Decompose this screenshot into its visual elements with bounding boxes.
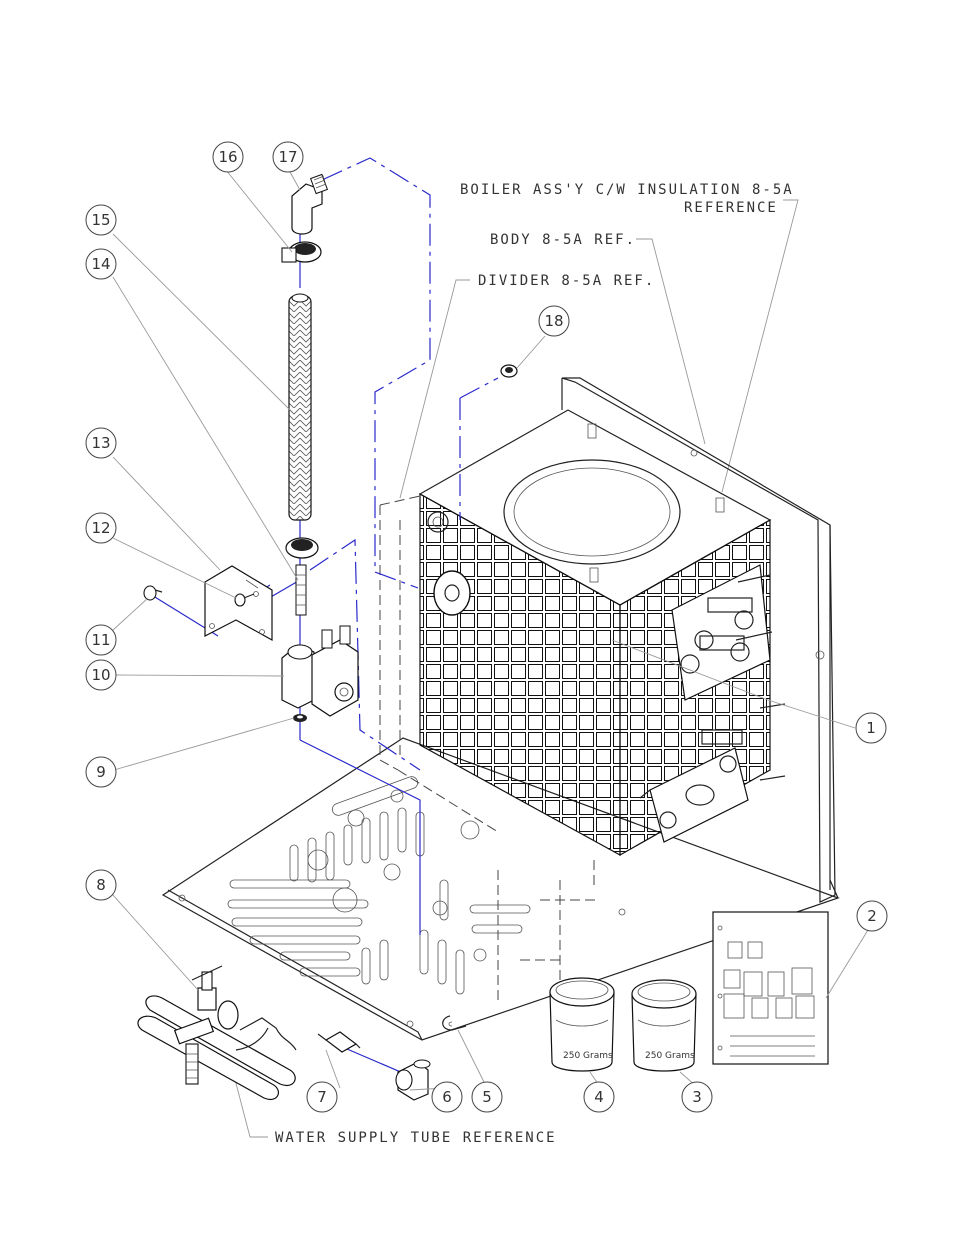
svg-text:5: 5 [482, 1088, 492, 1106]
svg-text:13: 13 [91, 434, 110, 452]
balloon-16: 16 [213, 142, 243, 172]
svg-text:10: 10 [91, 666, 110, 684]
callout-divider-text: DIVIDER 8-5A REF. [478, 273, 655, 289]
svg-text:18: 18 [544, 312, 563, 330]
svg-text:2: 2 [867, 907, 877, 925]
balloon-6: 6 [432, 1082, 462, 1112]
balloon-11: 11 [86, 625, 116, 655]
balloon-10: 10 [86, 660, 116, 690]
balloon-13: 13 [86, 428, 116, 458]
leader-body [636, 239, 705, 444]
insulation-front [420, 494, 620, 855]
callout-body: BODY 8-5A REF. [490, 232, 705, 444]
balloon-14: 14 [86, 249, 116, 279]
balloon-17: 17 [273, 142, 303, 172]
balloon-2: 2 [857, 901, 887, 931]
boiler-washer [434, 571, 470, 615]
braided-hose-15 [289, 294, 311, 520]
svg-text:1: 1 [866, 719, 876, 737]
balloon-9: 9 [86, 757, 116, 787]
callout-water-supply-text: WATER SUPPLY TUBE REFERENCE [275, 1130, 557, 1146]
screw-11 [144, 586, 162, 600]
svg-text:7: 7 [317, 1088, 327, 1106]
balloon-12: 12 [86, 513, 116, 543]
svg-text:15: 15 [91, 211, 110, 229]
callout-boiler: BOILER ASS'Y C/W INSULATION 8-5A REFEREN… [460, 182, 798, 492]
svg-text:6: 6 [442, 1088, 452, 1106]
balloon-1: 1 [856, 713, 886, 743]
compound-jar-4: 250 Grams [550, 978, 614, 1071]
hose-clamp-14 [286, 538, 318, 615]
plug-18 [501, 365, 517, 377]
svg-text:8: 8 [96, 876, 106, 894]
elbow-fitting-17 [292, 174, 327, 234]
balloon-18: 18 [539, 306, 569, 336]
hose-clamp-16 [282, 242, 321, 262]
instruction-manual-2 [713, 912, 828, 1064]
callout-boiler-line2: REFERENCE [684, 200, 778, 216]
svg-text:17: 17 [278, 148, 297, 166]
svg-text:9: 9 [96, 763, 106, 781]
svg-text:12: 12 [91, 519, 110, 537]
retaining-clip-5 [443, 1016, 466, 1030]
svg-text:14: 14 [91, 255, 110, 273]
callout-boiler-line1: BOILER ASS'Y C/W INSULATION 8-5A [460, 182, 794, 198]
compound-jar-3: 250 Grams [632, 980, 696, 1071]
svg-text:16: 16 [218, 148, 237, 166]
balloon-5: 5 [472, 1082, 502, 1112]
balloon-15: 15 [86, 205, 116, 235]
balloon-8: 8 [86, 870, 116, 900]
callout-body-text: BODY 8-5A REF. [490, 232, 636, 248]
balloon-7: 7 [307, 1082, 337, 1112]
leader-boiler [722, 200, 798, 492]
callout-divider: DIVIDER 8-5A REF. [400, 273, 655, 498]
washer-9 [293, 714, 307, 722]
jar-4-label: 250 Grams [563, 1051, 613, 1061]
svg-text:11: 11 [91, 631, 110, 649]
water-supply-tube [138, 996, 296, 1100]
balloon-4: 4 [584, 1082, 614, 1112]
solenoid-valve-10 [282, 626, 358, 716]
jar-3-label: 250 Grams [645, 1051, 695, 1061]
elbow-fitting-6 [396, 1060, 430, 1100]
balloon-3: 3 [682, 1082, 712, 1112]
svg-text:4: 4 [594, 1088, 604, 1106]
base-slots [228, 808, 530, 994]
svg-text:3: 3 [692, 1088, 702, 1106]
tube-sleeve-7 [318, 1032, 360, 1052]
